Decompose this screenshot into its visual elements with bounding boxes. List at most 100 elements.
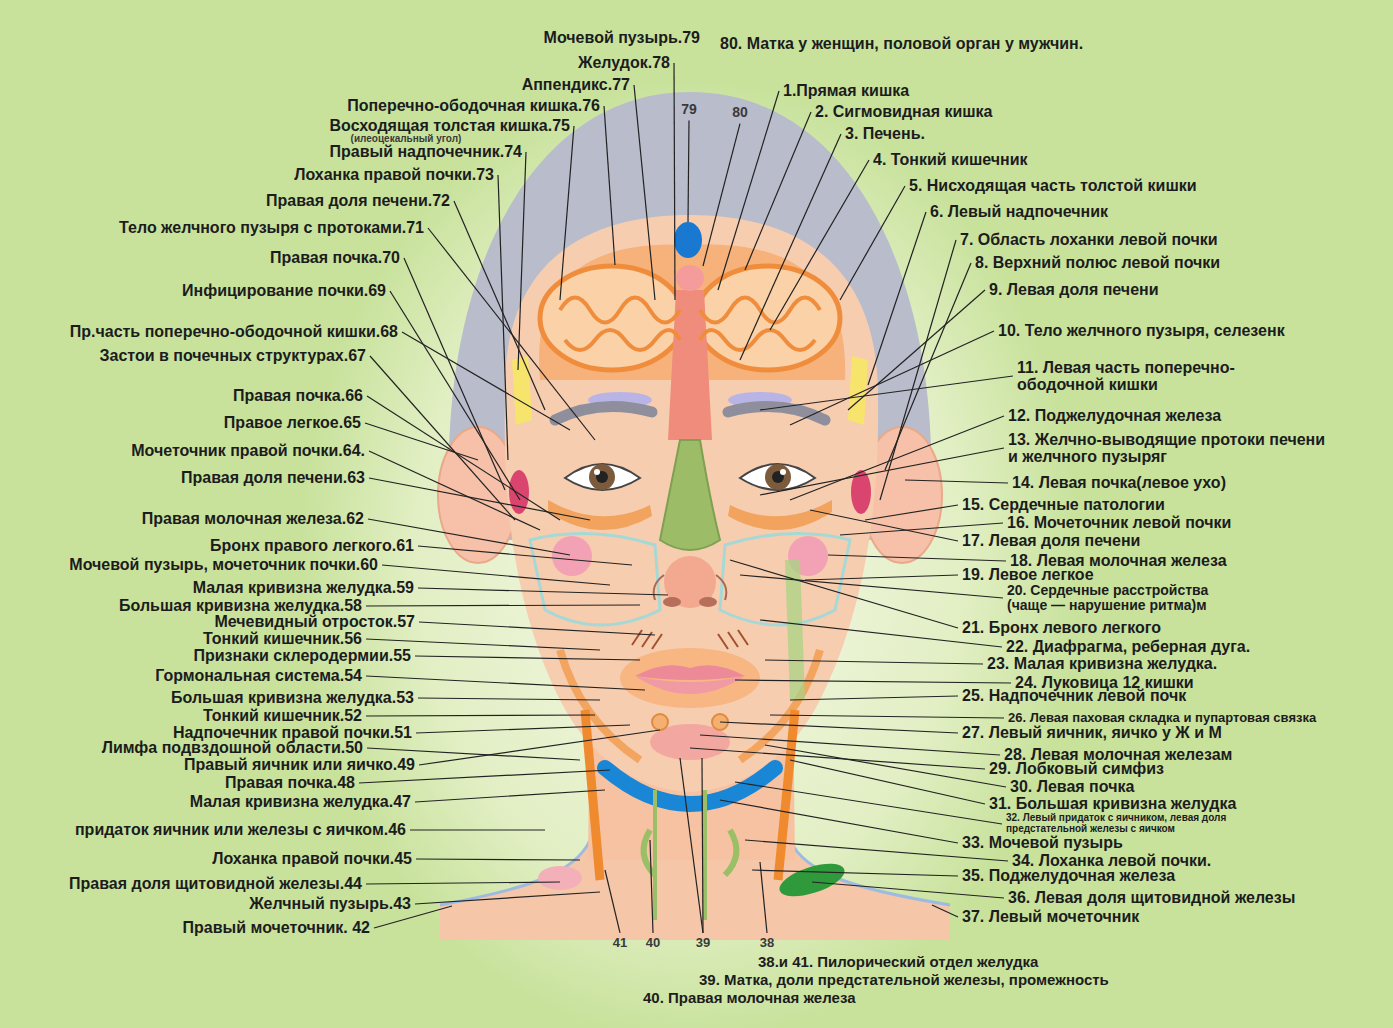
callout-label: 29. Лобковый симфиз <box>989 760 1164 777</box>
leader-line <box>790 760 985 804</box>
leader-line <box>604 106 615 265</box>
leader-line <box>369 451 540 530</box>
leader-line <box>790 416 1004 500</box>
callout-label: Бронх правого легкого.61 <box>210 537 414 554</box>
callout-label: Мочевой пузырь.79 <box>544 29 700 46</box>
callout-number: 40 <box>646 936 660 950</box>
callout-label: 3. Печень. <box>845 125 925 142</box>
leader-line <box>790 331 994 425</box>
leader-line <box>416 725 630 733</box>
chin-arc <box>605 768 775 804</box>
nose-wings <box>654 575 727 600</box>
callout-label: Восходящая толстая кишка.75 <box>330 117 570 134</box>
leader-line <box>418 698 600 700</box>
leader-line <box>848 290 985 410</box>
leader-line <box>428 228 595 440</box>
leader-line <box>454 201 545 410</box>
leader-line <box>410 829 545 830</box>
leader-line <box>404 258 505 490</box>
leader-line <box>366 605 640 606</box>
stomach-spot <box>676 265 704 291</box>
callout-label: 36. Левая доля щитовидной железы <box>1008 889 1295 906</box>
callout-label: Мочевой пузырь, мочеточник почки.60 <box>69 556 378 573</box>
leader-line <box>498 175 508 460</box>
leader-line <box>760 862 767 933</box>
leader-line <box>419 730 660 765</box>
callout-label: Правая почка.70 <box>270 249 400 266</box>
leader-line <box>690 748 985 769</box>
callout-label: 13. Желчно-выводящие протоки печени и же… <box>1008 431 1328 466</box>
callout-label: Пр.часть поперечно-ободочной кишки.68 <box>70 323 398 340</box>
callout-label: Лимфа подвздошной области.50 <box>102 739 363 756</box>
callout-label: Тонкий кишечник.52 <box>203 707 362 724</box>
callout-label: 20. Сердечные расстройства (чаще — наруш… <box>1007 583 1247 613</box>
callout-label: 35. Поджелудочная железа <box>962 867 1175 884</box>
callout-label: Большая кривизна желудка.58 <box>119 597 362 614</box>
leader-line <box>765 660 983 664</box>
callout-number: 41 <box>613 936 627 950</box>
leader-line <box>868 212 926 385</box>
leader-line <box>720 800 958 843</box>
leader-line <box>745 112 811 270</box>
callout-label: Тонкий кишечник.56 <box>203 630 362 647</box>
leader-line <box>760 448 1004 495</box>
callout-label: Правое легкое.65 <box>224 414 361 431</box>
callout-label: 22. Диафрагма, реберная дуга. <box>1006 638 1250 655</box>
callout-label: 30. Левая почка <box>1010 778 1134 795</box>
callout-label: 19. Левое легкое <box>962 566 1094 583</box>
callout-label: Малая кривизна желудка.47 <box>190 793 411 810</box>
leader-line <box>730 560 958 628</box>
leader-line <box>740 134 841 360</box>
callout-label: 31. Большая кривизна желудка <box>989 795 1236 812</box>
callout-label: Мочеточник правой почки.64. <box>131 442 365 459</box>
leader-line <box>605 870 620 933</box>
leader-line <box>415 892 600 904</box>
callout-label: 27. Левый яичник, яичко у Ж и М <box>962 724 1222 741</box>
leader-line <box>735 782 1002 824</box>
callout-label: Инфицирование почки.69 <box>182 282 386 299</box>
nostril <box>663 597 681 607</box>
callout-label: придаток яичник или железы с яичком.46 <box>75 821 406 838</box>
callout-label: Правая доля щитовидной железы.44 <box>69 875 362 892</box>
leader-line <box>703 124 740 266</box>
leader-line <box>369 478 590 520</box>
callout-label: Желудок.78 <box>578 54 670 71</box>
neck-stripe <box>778 710 795 880</box>
leader-line <box>840 186 905 300</box>
lower-lip <box>635 676 745 694</box>
leader-line <box>402 332 570 430</box>
leader-line <box>760 376 1013 410</box>
face <box>505 215 878 792</box>
callout-label: Большая кривизна желудка.53 <box>171 689 414 706</box>
callout-label: 2. Сигмовидная кишка <box>815 103 993 120</box>
leader-line <box>634 85 655 300</box>
leader-line <box>416 859 580 860</box>
leader-line <box>518 152 526 370</box>
leader-line <box>932 905 958 917</box>
callout-label: Правый мочеточник. 42 <box>183 919 370 936</box>
leader-line <box>415 656 640 660</box>
leader-line <box>418 588 668 595</box>
callout-label: 1.Прямая кишка <box>783 82 909 99</box>
callout-label: Желчный пузырь.43 <box>249 895 411 912</box>
callout-label: 4. Тонкий кишечник <box>873 151 1028 168</box>
leader-line <box>366 715 595 716</box>
callout-label: Лоханка правой почки.45 <box>212 850 412 867</box>
callout-label: Правая доля печени.63 <box>181 469 365 486</box>
neck-spot <box>538 866 582 890</box>
leader-line <box>418 546 632 565</box>
leader-line <box>367 396 560 520</box>
leader-line <box>720 722 958 733</box>
callout-label: 12. Поджелудочная железа <box>1008 407 1221 424</box>
callout-number: 79 <box>681 102 697 117</box>
callout-label: 8. Верхний полюс левой почки <box>975 254 1220 271</box>
nose-tip <box>664 556 716 608</box>
callout-label: Гормональная система.54 <box>155 667 362 684</box>
callout-label: 39. Матка, доли предстательной железы, п… <box>699 972 1109 988</box>
leader-line <box>674 63 675 300</box>
callout-label: Аппендикс.77 <box>522 76 630 93</box>
chin-spot <box>652 714 668 730</box>
leader-line <box>765 745 1006 787</box>
callout-label: 16. Мочеточник левой почки <box>1007 514 1231 531</box>
